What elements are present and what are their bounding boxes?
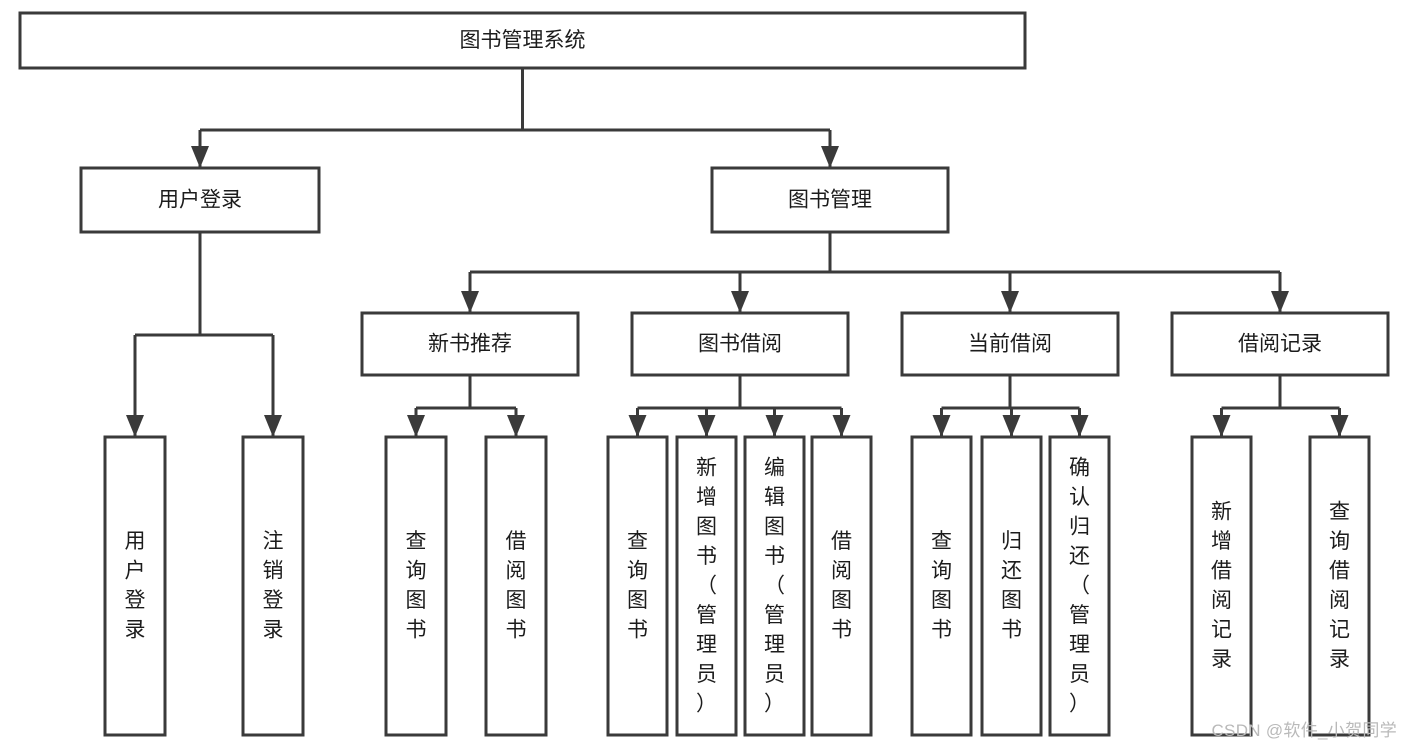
node-box-leaf-query-borrow-record bbox=[1308, 435, 1371, 737]
node-label-current-borrow: 当前借阅 bbox=[968, 333, 1052, 356]
node-box-leaf-return-book bbox=[980, 435, 1043, 737]
arrowhead-icon-leaf-user-logout bbox=[264, 415, 282, 437]
node-leaf-query-book-borrow[interactable]: 查询图书 bbox=[606, 435, 669, 737]
arrowhead-icon-leaf-return-book bbox=[1002, 415, 1021, 437]
node-box-user-login bbox=[79, 166, 321, 234]
node-borrow-record[interactable]: 借阅记录 bbox=[1170, 311, 1390, 377]
node-label-book-borrow: 图书借阅 bbox=[698, 333, 782, 356]
node-leaf-return-book[interactable]: 归还图书 bbox=[980, 435, 1043, 737]
node-label-leaf-borrow-book-rec: 借阅图书 bbox=[506, 530, 527, 642]
arrowhead-icon-leaf-query-book-borrow bbox=[628, 415, 647, 437]
connectors-layer bbox=[126, 68, 1349, 437]
node-label-leaf-user-login: 用户登录 bbox=[125, 530, 146, 642]
node-label-book-manage: 图书管理 bbox=[788, 189, 872, 212]
node-box-leaf-query-book-cur bbox=[910, 435, 973, 737]
node-leaf-query-book-rec[interactable]: 查询图书 bbox=[384, 435, 448, 737]
node-box-new-book-recommend bbox=[360, 311, 580, 377]
node-label-leaf-return-book: 归还图书 bbox=[1001, 530, 1022, 642]
node-label-leaf-user-logout: 注销登录 bbox=[263, 530, 284, 642]
arrowhead-icon-leaf-query-borrow-record bbox=[1330, 415, 1349, 437]
node-box-leaf-edit-book-admin bbox=[743, 435, 806, 737]
node-label-leaf-edit-book-admin: 编辑图书（管理员） bbox=[764, 456, 785, 715]
node-box-leaf-user-login bbox=[103, 435, 167, 737]
node-label-leaf-borrow-book: 借阅图书 bbox=[831, 530, 852, 642]
watermark-label: CSDN @软件_小贺同学 bbox=[1211, 721, 1397, 740]
node-leaf-user-logout[interactable]: 注销登录 bbox=[241, 435, 305, 737]
node-box-leaf-confirm-return-admin bbox=[1048, 435, 1111, 737]
node-box-leaf-add-borrow-record bbox=[1190, 435, 1253, 737]
node-leaf-add-book-admin[interactable]: 新增图书（管理员） bbox=[675, 435, 738, 737]
arrowhead-icon-leaf-edit-book-admin bbox=[765, 415, 784, 437]
node-book-manage[interactable]: 图书管理 bbox=[710, 166, 950, 234]
nodes-layer: 图书管理系统用户登录图书管理新书推荐图书借阅当前借阅借阅记录用户登录注销登录查询… bbox=[18, 11, 1390, 737]
node-label-leaf-query-book-borrow: 查询图书 bbox=[627, 530, 648, 642]
node-label-user-login: 用户登录 bbox=[158, 189, 242, 212]
node-root[interactable]: 图书管理系统 bbox=[18, 11, 1027, 70]
node-box-leaf-add-book-admin bbox=[675, 435, 738, 737]
node-label-leaf-add-book-admin: 新增图书（管理员） bbox=[696, 456, 717, 715]
node-box-current-borrow bbox=[900, 311, 1120, 377]
node-leaf-borrow-book[interactable]: 借阅图书 bbox=[810, 435, 873, 737]
node-leaf-query-borrow-record[interactable]: 查询借阅记录 bbox=[1308, 435, 1371, 737]
arrowhead-icon-leaf-borrow-book bbox=[832, 415, 851, 437]
node-box-borrow-record bbox=[1170, 311, 1390, 377]
node-user-login[interactable]: 用户登录 bbox=[79, 166, 321, 234]
node-book-borrow[interactable]: 图书借阅 bbox=[630, 311, 850, 377]
node-leaf-edit-book-admin[interactable]: 编辑图书（管理员） bbox=[743, 435, 806, 737]
arrowhead-icon-current-borrow bbox=[1001, 291, 1019, 313]
arrowhead-icon-leaf-borrow-book-rec bbox=[507, 415, 525, 437]
arrowhead-icon-leaf-add-borrow-record bbox=[1212, 415, 1231, 437]
arrowhead-icon-leaf-query-book-rec bbox=[407, 415, 425, 437]
arrowhead-icon-leaf-user-login bbox=[126, 415, 144, 437]
node-leaf-confirm-return-admin[interactable]: 确认归还（管理员） bbox=[1048, 435, 1111, 737]
node-new-book-recommend[interactable]: 新书推荐 bbox=[360, 311, 580, 377]
arrowhead-icon-book-manage bbox=[821, 146, 839, 168]
node-label-leaf-add-borrow-record: 新增借阅记录 bbox=[1211, 501, 1232, 672]
node-leaf-user-login[interactable]: 用户登录 bbox=[103, 435, 167, 737]
node-box-root bbox=[18, 11, 1027, 70]
node-leaf-query-book-cur[interactable]: 查询图书 bbox=[910, 435, 973, 737]
node-box-book-manage bbox=[710, 166, 950, 234]
arrowhead-icon-new-book-recommend bbox=[461, 291, 479, 313]
node-label-borrow-record: 借阅记录 bbox=[1238, 333, 1322, 356]
arrowhead-icon-user-login bbox=[191, 146, 209, 168]
node-box-book-borrow bbox=[630, 311, 850, 377]
arrowhead-icon-borrow-record bbox=[1271, 291, 1289, 313]
node-leaf-borrow-book-rec[interactable]: 借阅图书 bbox=[484, 435, 548, 737]
node-box-leaf-borrow-book bbox=[810, 435, 873, 737]
node-box-leaf-query-book-rec bbox=[384, 435, 448, 737]
arrowhead-icon-leaf-query-book-cur bbox=[932, 415, 951, 437]
arrowhead-icon-book-borrow bbox=[731, 291, 749, 313]
node-label-root: 图书管理系统 bbox=[460, 29, 586, 52]
node-label-new-book-recommend: 新书推荐 bbox=[428, 333, 512, 356]
node-label-leaf-confirm-return-admin: 确认归还（管理员） bbox=[1069, 456, 1090, 715]
node-box-leaf-user-logout bbox=[241, 435, 305, 737]
node-box-leaf-borrow-book-rec bbox=[484, 435, 548, 737]
node-label-leaf-query-book-rec: 查询图书 bbox=[406, 530, 427, 642]
arrowhead-icon-leaf-add-book-admin bbox=[697, 415, 716, 437]
arrowhead-icon-leaf-confirm-return-admin bbox=[1070, 415, 1089, 437]
node-leaf-add-borrow-record[interactable]: 新增借阅记录 bbox=[1190, 435, 1253, 737]
node-label-leaf-query-borrow-record: 查询借阅记录 bbox=[1329, 501, 1350, 672]
node-current-borrow[interactable]: 当前借阅 bbox=[900, 311, 1120, 377]
node-label-leaf-query-book-cur: 查询图书 bbox=[931, 530, 952, 642]
node-box-leaf-query-book-borrow bbox=[606, 435, 669, 737]
